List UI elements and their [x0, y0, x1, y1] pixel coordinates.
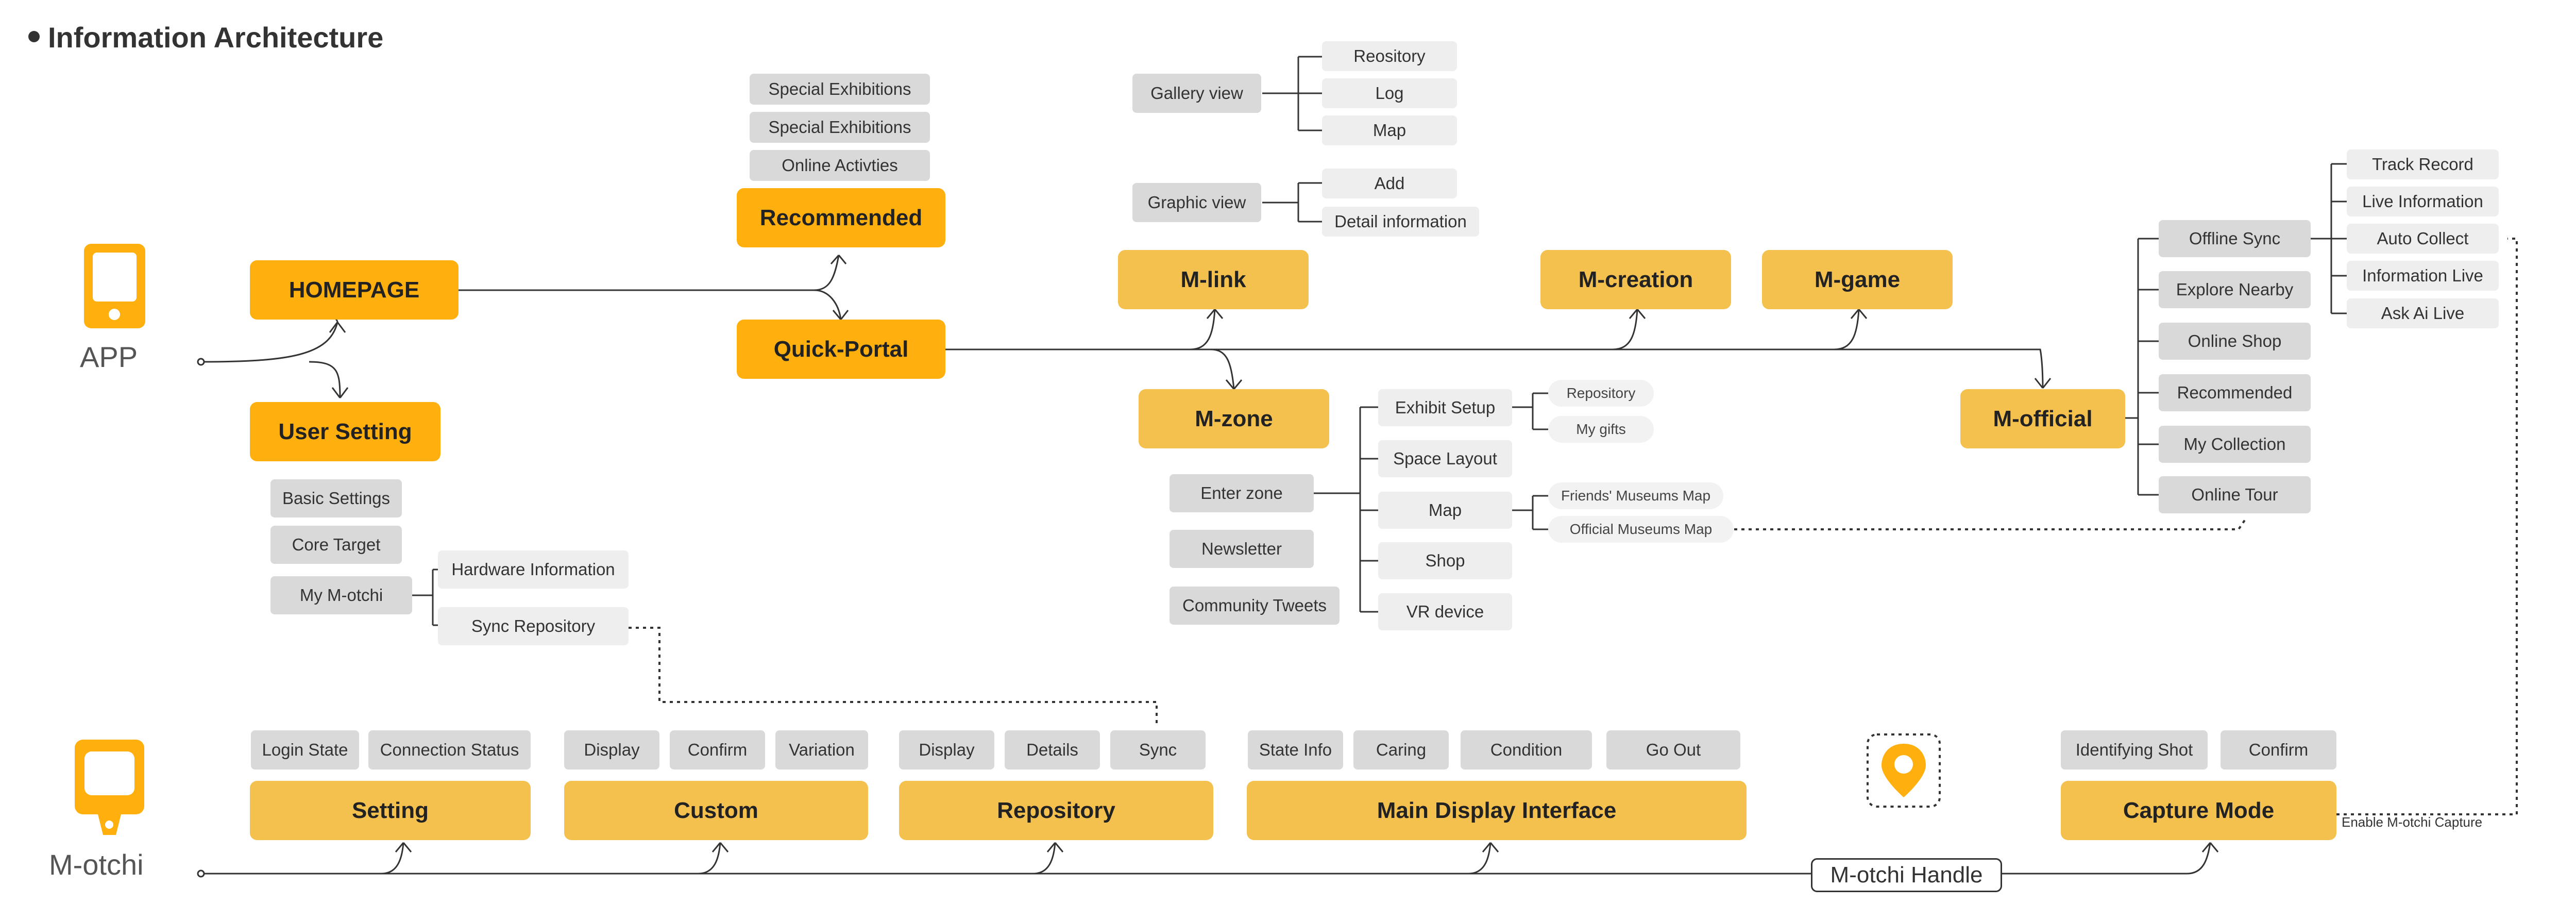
graphic-view-node: Graphic view — [1132, 183, 1261, 222]
custom-node: Custom — [564, 781, 868, 840]
recommended-item: Special Exhibitions — [750, 74, 930, 105]
m-zone-left-item: Enter zone — [1170, 474, 1314, 512]
gallery-view-node: Gallery view — [1132, 74, 1261, 113]
title-text: Information Architecture — [48, 21, 384, 54]
exhibit-setup-item: Repository — [1548, 380, 1654, 407]
graphic-item: Detail information — [1322, 207, 1479, 237]
app-label: APP — [80, 341, 138, 373]
my-motchi-item: Hardware Information — [438, 550, 629, 589]
custom-item: Display — [564, 730, 659, 770]
graphic-item: Add — [1322, 169, 1457, 198]
repository-node: Repository — [899, 781, 1213, 840]
m-zone-right-item: Exhibit Setup — [1378, 389, 1512, 426]
m-zone-node: M-zone — [1139, 389, 1329, 448]
user-setting-item: Core Target — [270, 526, 402, 564]
m-zone-left-item: Newsletter — [1170, 530, 1314, 568]
m-official-item: Offline Sync — [2159, 220, 2311, 257]
map-item: Friends' Museums Map — [1548, 482, 1723, 509]
capture-mode-item: Identifying Shot — [2061, 730, 2208, 770]
m-official-item: Online Tour — [2159, 476, 2311, 513]
m-official-item: Recommended — [2159, 374, 2311, 411]
setting-node: Setting — [250, 781, 531, 840]
setting-item: Login State — [251, 730, 359, 770]
location-pin-icon — [1882, 744, 1926, 797]
custom-item: Variation — [775, 730, 868, 770]
offline-sync-item: Auto Collect — [2347, 224, 2499, 254]
m-official-item: Online Shop — [2159, 323, 2311, 360]
gallery-item: Reository — [1322, 41, 1457, 71]
recommended-item: Special Exhibitions — [750, 112, 930, 143]
setting-item: Connection Status — [368, 730, 531, 770]
quick-portal-node: Quick-Portal — [737, 320, 945, 379]
m-link-node: M-link — [1118, 250, 1309, 309]
m-zone-right-item: Space Layout — [1378, 440, 1512, 477]
motchi-label: M-otchi — [49, 848, 144, 881]
motchi-handle-label: M-otchi Handle — [1811, 858, 2002, 892]
enable-capture-note: Enable M-otchi Capture — [2342, 814, 2483, 830]
m-official-node: M-official — [1960, 389, 2125, 448]
user-setting-item: My M-otchi — [270, 576, 412, 614]
m-official-item: Explore Nearby — [2159, 271, 2311, 308]
recommended-item: Online Activties — [750, 150, 930, 181]
diagram-title: Information Architecture — [28, 21, 383, 54]
offline-sync-item: Track Record — [2347, 149, 2499, 179]
main-display-item: Condition — [1461, 730, 1592, 770]
main-display-item: Go Out — [1606, 730, 1740, 770]
user-setting-item: Basic Settings — [270, 479, 402, 517]
repository-item: Sync — [1110, 730, 1206, 770]
gallery-item: Map — [1322, 115, 1457, 145]
repository-item: Display — [899, 730, 994, 770]
motchi-device-icon — [75, 740, 144, 835]
exhibit-setup-item: My gifts — [1548, 416, 1654, 443]
m-zone-right-item: Shop — [1378, 542, 1512, 579]
custom-item: Confirm — [670, 730, 765, 770]
my-motchi-item: Sync Repository — [438, 607, 629, 645]
repository-item: Details — [1005, 730, 1100, 770]
homepage-node: HOMEPAGE — [250, 260, 459, 320]
map-item: Official Museums Map — [1548, 516, 1734, 543]
m-zone-left-item: Community Tweets — [1170, 587, 1340, 625]
offline-sync-item: Ask Ai Live — [2347, 298, 2499, 328]
main-display-item: Caring — [1353, 730, 1449, 770]
capture-mode-item: Confirm — [2221, 730, 2336, 770]
title-bullet — [28, 31, 40, 43]
main-display-node: Main Display Interface — [1247, 781, 1747, 840]
recommended-node: Recommended — [737, 188, 945, 247]
capture-mode-node: Capture Mode — [2061, 781, 2336, 840]
m-game-node: M-game — [1762, 250, 1953, 309]
main-display-item: State Info — [1248, 730, 1343, 770]
m-official-item: My Collection — [2159, 426, 2311, 463]
m-zone-right-item: VR device — [1378, 593, 1512, 630]
offline-sync-item: Live Information — [2347, 187, 2499, 216]
m-creation-node: M-creation — [1540, 250, 1731, 309]
user-setting-node: User Setting — [250, 402, 440, 461]
gallery-item: Log — [1322, 78, 1457, 108]
offline-sync-item: Information Live — [2347, 261, 2499, 291]
m-zone-right-item: Map — [1378, 492, 1512, 529]
phone-icon — [84, 244, 145, 328]
